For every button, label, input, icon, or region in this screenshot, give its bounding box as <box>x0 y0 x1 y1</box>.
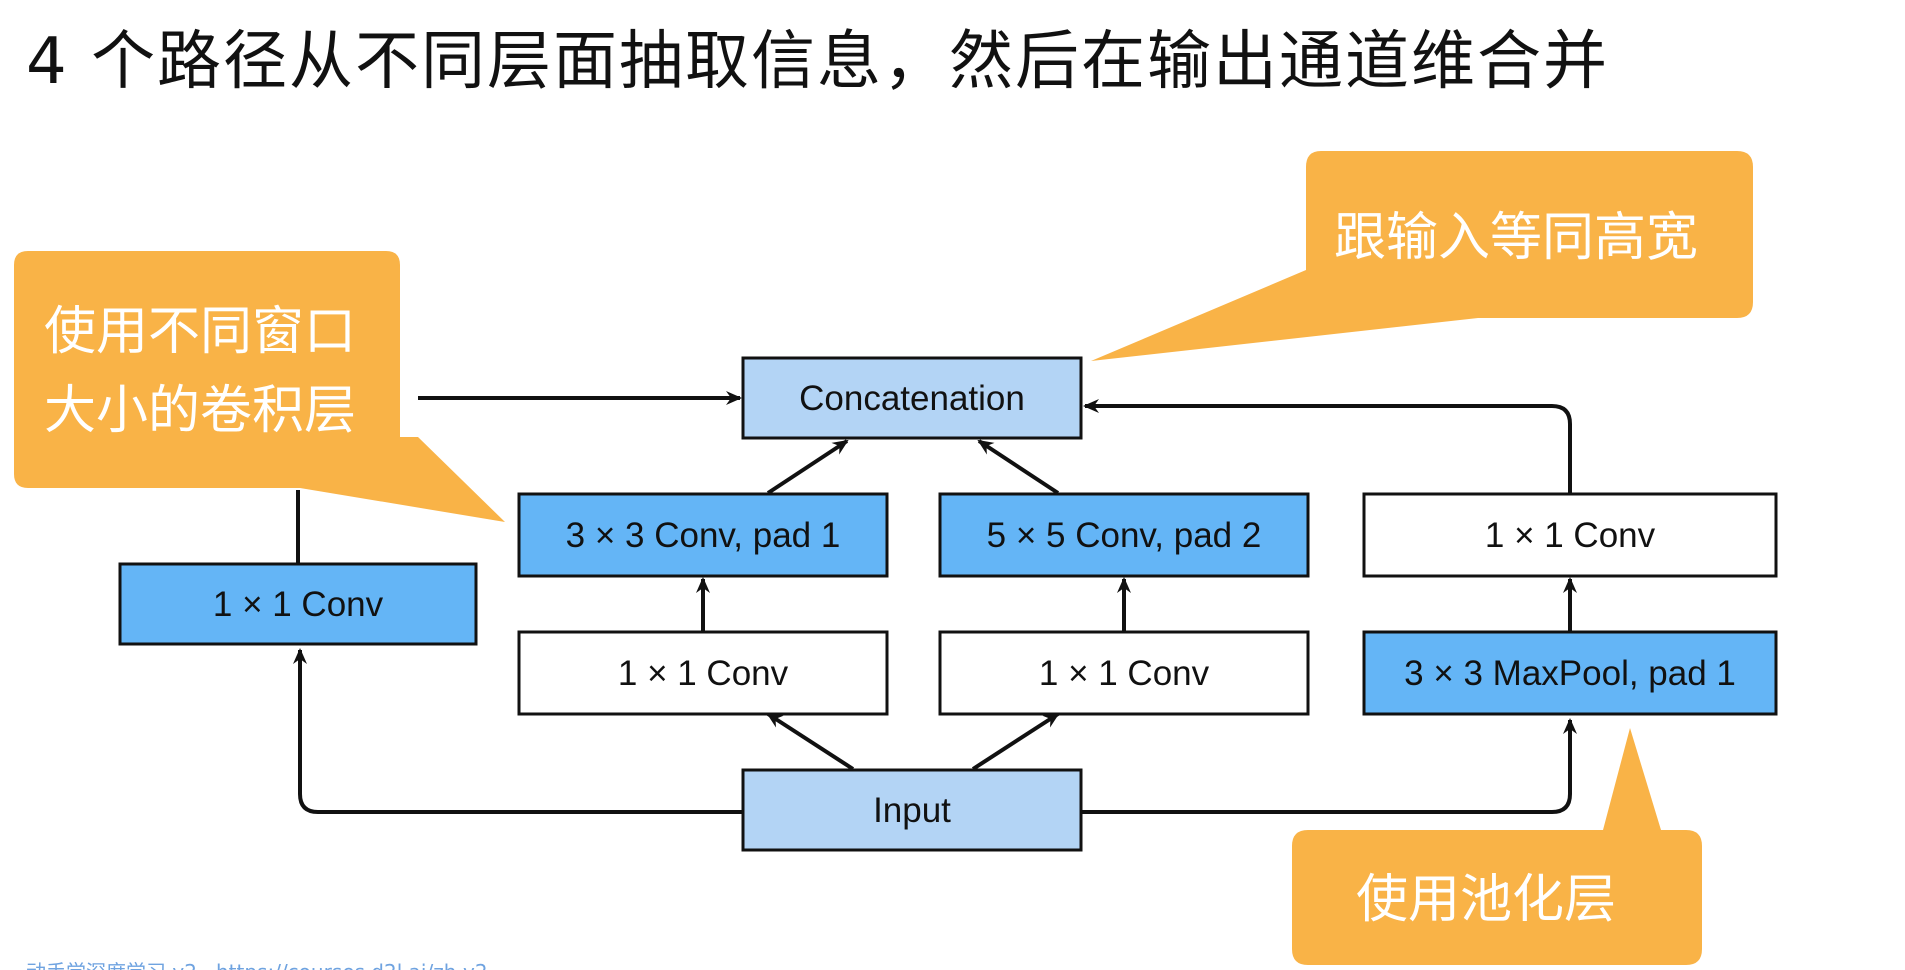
footer-text: 动手学深度学习 v2 · https://courses.d2l.ai/zh-v… <box>26 956 488 970</box>
node-path2-conv1x1: 1 × 1 Conv <box>517 630 889 716</box>
callout-pooling-bubble <box>1292 728 1702 965</box>
callout-same-size: 跟输入等同高宽 <box>1091 151 1753 361</box>
callout-conv-windows: 使用不同窗口 大小的卷积层 <box>14 251 505 522</box>
node-concatenation-label: Concatenation <box>799 379 1025 418</box>
node-path4-conv1x1-label: 1 × 1 Conv <box>1485 516 1656 555</box>
node-path1-conv1x1: 1 × 1 Conv <box>118 562 478 646</box>
callout-pooling: 使用池化层 <box>1292 728 1702 965</box>
edge-input-to-path2 <box>766 712 855 771</box>
edge-input-to-path1 <box>293 648 745 814</box>
node-path1-conv1x1-label: 1 × 1 Conv <box>213 585 384 624</box>
node-concatenation: Concatenation <box>741 356 1083 440</box>
edge-input-to-path4 <box>1081 718 1577 814</box>
connectors <box>293 391 1577 814</box>
edge-input-to-path3 <box>971 712 1060 771</box>
node-path3-conv5x5-label: 5 × 5 Conv, pad 2 <box>987 516 1262 555</box>
edge-path2-to-concat <box>766 439 849 495</box>
callout-pooling-text: 使用池化层 <box>1356 870 1616 930</box>
node-path3-conv5x5: 5 × 5 Conv, pad 2 <box>938 492 1310 578</box>
node-path4-conv1x1: 1 × 1 Conv <box>1362 492 1778 578</box>
node-path2-conv1x1-label: 1 × 1 Conv <box>618 654 789 693</box>
node-path2-conv3x3: 3 × 3 Conv, pad 1 <box>517 492 889 578</box>
callout-same-size-bubble <box>1091 151 1753 361</box>
callout-conv-windows-line1: 使用不同窗口 <box>44 302 356 362</box>
node-path4-maxpool: 3 × 3 MaxPool, pad 1 <box>1362 630 1778 716</box>
edge-path4-to-concat <box>1083 399 1572 493</box>
slide-title: 4 个路径从不同层面抽取信息，然后在输出通道维合并 <box>26 25 1610 99</box>
callout-conv-windows-line2: 大小的卷积层 <box>44 381 356 441</box>
node-path3-conv1x1-label: 1 × 1 Conv <box>1039 654 1210 693</box>
edge-path3-to-concat <box>977 439 1060 495</box>
node-path4-maxpool-label: 3 × 3 MaxPool, pad 1 <box>1404 654 1736 693</box>
node-path2-conv3x3-label: 3 × 3 Conv, pad 1 <box>566 516 841 555</box>
node-path3-conv1x1: 1 × 1 Conv <box>938 630 1310 716</box>
callout-conv-windows-bubble <box>14 251 505 522</box>
node-input: Input <box>741 768 1083 852</box>
callout-same-size-text: 跟输入等同高宽 <box>1334 208 1698 268</box>
node-input-label: Input <box>873 791 951 830</box>
